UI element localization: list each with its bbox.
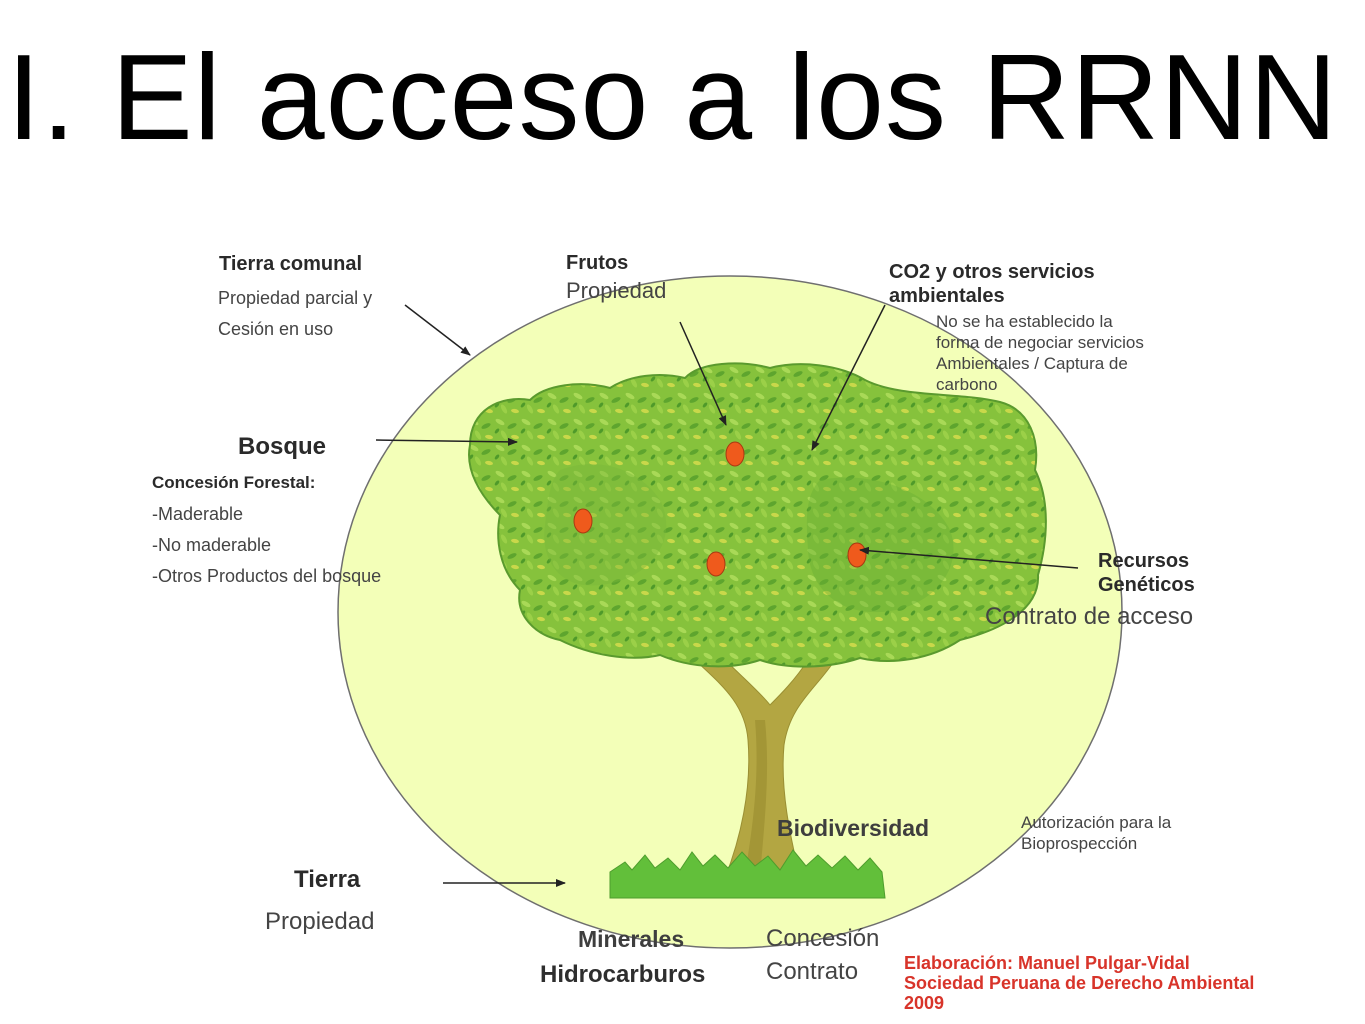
label-co2-line4: carbono bbox=[936, 375, 998, 394]
label-co2-heading2: ambientales bbox=[889, 285, 1005, 307]
label-bosque-item2: -No maderable bbox=[152, 535, 272, 555]
label-recursos-sub: Contrato de acceso bbox=[985, 603, 1194, 630]
label-tierra-comunal-line2: Cesión en uso bbox=[218, 319, 334, 339]
label-frutos-heading: Frutos bbox=[566, 252, 629, 274]
label-co2-line1: No se ha establecido la bbox=[936, 312, 1113, 331]
label-recursos-heading2: Genéticos bbox=[1098, 574, 1195, 596]
label-recursos-heading1: Recursos bbox=[1098, 550, 1190, 572]
label-minerales-sub: Concesión bbox=[766, 925, 880, 952]
label-tierra-sub: Propiedad bbox=[265, 908, 375, 935]
slide-title: I. El acceso a los RRNN bbox=[6, 29, 1339, 165]
arrow-recursos bbox=[859, 546, 1079, 569]
label-tierra-comunal-line1: Propiedad parcial y bbox=[218, 288, 373, 308]
label-co2-line3: Ambientales / Captura de bbox=[936, 354, 1128, 373]
label-bosque-heading: Bosque bbox=[238, 433, 327, 460]
label-biodiversidad-line1: Autorización para la bbox=[1021, 813, 1172, 832]
fruit bbox=[706, 551, 726, 577]
label-minerales-heading: Minerales bbox=[578, 926, 685, 952]
tree-canopy bbox=[468, 362, 1047, 668]
arrow-frutos bbox=[679, 321, 727, 426]
fruit bbox=[847, 542, 867, 568]
label-bosque-sub: Concesión Forestal: bbox=[152, 473, 316, 492]
arrow-bosque bbox=[375, 437, 518, 446]
label-bosque-item3: -Otros Productos del bosque bbox=[152, 566, 382, 586]
label-bosque-item1: -Maderable bbox=[152, 504, 244, 524]
label-biodiversidad-line2: Bioprospección bbox=[1021, 834, 1138, 853]
grass bbox=[609, 849, 886, 899]
arrow-tierra-comunal bbox=[404, 304, 471, 356]
label-hidrocarburos-heading: Hidrocarburos bbox=[540, 961, 706, 988]
fruit bbox=[725, 441, 745, 467]
trunk-shading bbox=[745, 720, 768, 875]
label-hidrocarburos-sub: Contrato bbox=[766, 958, 859, 985]
fruit bbox=[573, 508, 593, 534]
credit-line1: Elaboración: Manuel Pulgar-Vidal bbox=[904, 953, 1190, 973]
credit-line2: Sociedad Peruana de Derecho Ambiental bbox=[904, 973, 1255, 993]
label-biodiversidad-heading: Biodiversidad bbox=[777, 815, 930, 841]
label-frutos-sub: Propiedad bbox=[566, 278, 667, 303]
label-tierra-comunal-heading: Tierra comunal bbox=[219, 253, 363, 275]
arrow-co2 bbox=[811, 304, 886, 451]
label-tierra-heading: Tierra bbox=[294, 866, 361, 893]
label-co2-heading1: CO2 y otros servicios bbox=[889, 261, 1095, 283]
credit-line3: 2009 bbox=[904, 993, 945, 1013]
label-co2-line2: forma de negociar servicios bbox=[936, 333, 1144, 352]
